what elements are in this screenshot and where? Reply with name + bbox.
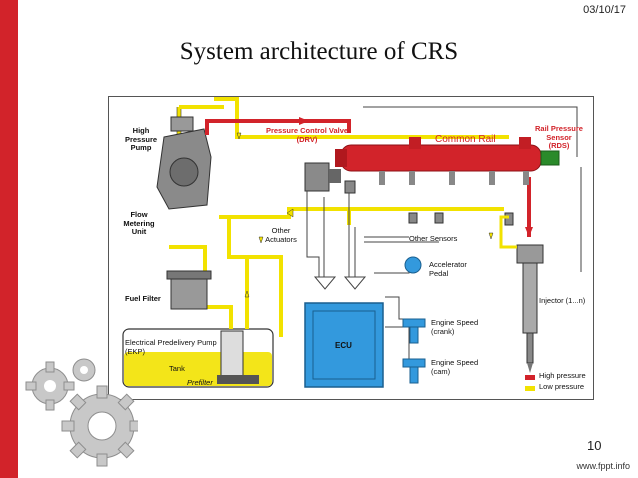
slide-title: System architecture of CRS (179, 38, 459, 65)
high-pressure-pump (156, 116, 212, 210)
flow-arrow (525, 227, 533, 237)
page-number: 10 (587, 438, 602, 453)
low-flow-arrows (236, 132, 494, 298)
label-common-rail: Common Rail (435, 134, 496, 145)
label-tank: Tank (169, 364, 185, 373)
label-other-sensors: Other Sensors (409, 234, 458, 243)
label-engine-speed-crank: Engine Speed (crank) (431, 318, 479, 336)
label-engine-speed-cam: Engine Speed (cam) (431, 358, 479, 376)
crs-diagram: High Pressure Pump Flow Metering Unit Fu… (108, 96, 594, 400)
injector (516, 244, 544, 373)
label-prefilter: Prefilter (187, 378, 213, 387)
legend-low-swatch (525, 386, 535, 391)
gears-decoration-icon (25, 358, 138, 467)
label-pressure-control-valve: Pressure Control Valve (DRV) (265, 126, 349, 144)
pressure-control-valve (304, 162, 341, 192)
label-fuel-filter: Fuel Filter (125, 294, 161, 303)
label-injector: Injector (1...n) (539, 296, 586, 305)
label-rail-pressure-sensor: Rail Pressure Sensor (RDS) (535, 124, 583, 150)
legend-high-swatch (525, 375, 535, 380)
diagram-graphic (122, 97, 582, 391)
fuel-tank (122, 328, 274, 388)
engine-speed-sensors (402, 318, 426, 384)
label-high-pressure-pump: High Pressure Pump (124, 126, 158, 152)
accelerator-pedal (404, 256, 422, 274)
label-accelerator-pedal: Accelerator Pedal (429, 260, 467, 278)
line-sensors (344, 180, 514, 226)
legend-low-pressure: Low pressure (539, 382, 585, 391)
flow-arrow (299, 117, 309, 125)
slide-date: 03/10/17 (583, 4, 626, 16)
footer-url[interactable]: www.fppt.info (576, 461, 630, 471)
label-flow-metering-unit: Flow Metering Unit (123, 210, 155, 236)
common-rail (335, 137, 560, 185)
fuel-filter (166, 270, 212, 310)
label-ecu: ECU (335, 341, 352, 350)
signal-wires (306, 106, 582, 362)
label-other-actuators: Other Actuators (265, 226, 297, 244)
accent-bar (0, 0, 18, 478)
label-electrical-pump: Electrical Predelivery Pump (EKP) (125, 338, 217, 356)
ecu-box (304, 276, 384, 388)
legend-high-pressure: High pressure (539, 371, 586, 380)
